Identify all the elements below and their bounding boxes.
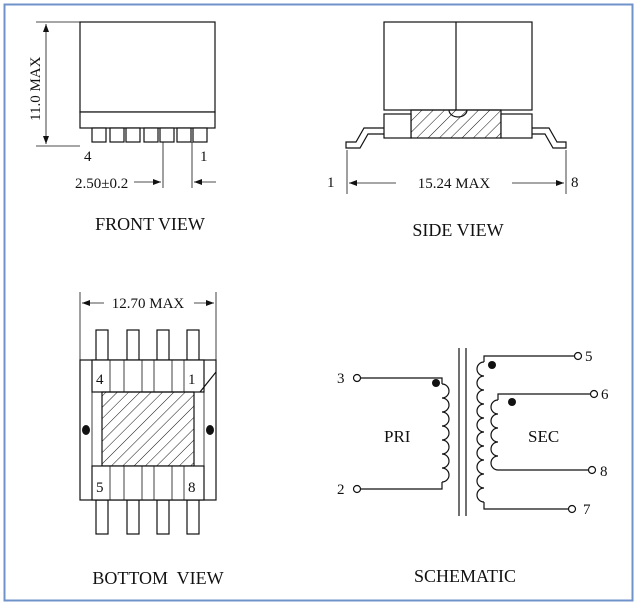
- bottom-width-dim: 12.70 MAX: [112, 296, 185, 312]
- sch-pin-7: 7: [583, 502, 591, 518]
- sch-pin-2: 2: [337, 482, 345, 498]
- schematic: 3 2 PRI 5 6 8 7 SEC SCHEMATIC: [337, 348, 609, 586]
- side-body: [383, 21, 533, 111]
- side-pin-right: 8: [571, 175, 579, 191]
- bottom-pins-bottom: [95, 499, 200, 535]
- secondary-label: SEC: [528, 427, 559, 446]
- bottom-pin-1: 1: [188, 372, 196, 388]
- side-lead-right: [532, 127, 567, 149]
- secondary-outer-coil: [476, 361, 485, 503]
- bottom-pad-row-top: [91, 359, 217, 393]
- bottom-pins-top: [95, 329, 200, 363]
- bottom-view-title: BOTTOM VIEW: [92, 568, 223, 588]
- bottom-pin-4: 4: [96, 372, 104, 388]
- front-base: [79, 111, 216, 129]
- sch-pin-6: 6: [601, 387, 609, 403]
- front-height-dim: 11.0 MAX: [28, 56, 44, 121]
- bottom-pad-row-bottom: [91, 465, 205, 501]
- sch-pin-5: 5: [585, 349, 593, 365]
- side-view-title: SIDE VIEW: [412, 220, 503, 240]
- bottom-mark-left: [82, 425, 90, 435]
- primary-label: PRI: [384, 427, 411, 446]
- sch-pin-3: 3: [337, 371, 345, 387]
- front-pins: [91, 127, 208, 143]
- front-view: 11.0 MAX 4 1 2.50±0.2 FRONT VIEW: [28, 21, 216, 234]
- front-view-title: FRONT VIEW: [95, 214, 205, 234]
- front-pin-right: 1: [200, 149, 208, 165]
- side-lead-left: [345, 127, 384, 149]
- bottom-pin-8: 8: [188, 480, 196, 496]
- sch-pin-8: 8: [600, 464, 608, 480]
- primary-dot: [432, 379, 440, 387]
- secondary-dot-outer: [488, 361, 496, 369]
- side-pin-left: 1: [327, 175, 335, 191]
- bottom-view: 12.70 MAX: [79, 292, 224, 588]
- sheet-border: [3, 3, 634, 602]
- secondary-inner-coil: [490, 399, 499, 471]
- front-pitch-dim: 2.50±0.2: [75, 176, 128, 192]
- secondary-dot-inner: [508, 398, 516, 406]
- primary-coil: [441, 383, 450, 483]
- bottom-pin-5: 5: [96, 480, 104, 496]
- bottom-mark-right: [206, 425, 214, 435]
- side-view: 15.24 MAX 1 8 SIDE VIEW: [327, 21, 579, 240]
- side-length-dim: 15.24 MAX: [418, 176, 491, 192]
- schematic-title: SCHEMATIC: [414, 566, 516, 586]
- front-pin-left: 4: [84, 149, 92, 165]
- front-body: [79, 21, 216, 113]
- side-base-hatch: [410, 109, 502, 139]
- bottom-core-hatch: [101, 391, 195, 467]
